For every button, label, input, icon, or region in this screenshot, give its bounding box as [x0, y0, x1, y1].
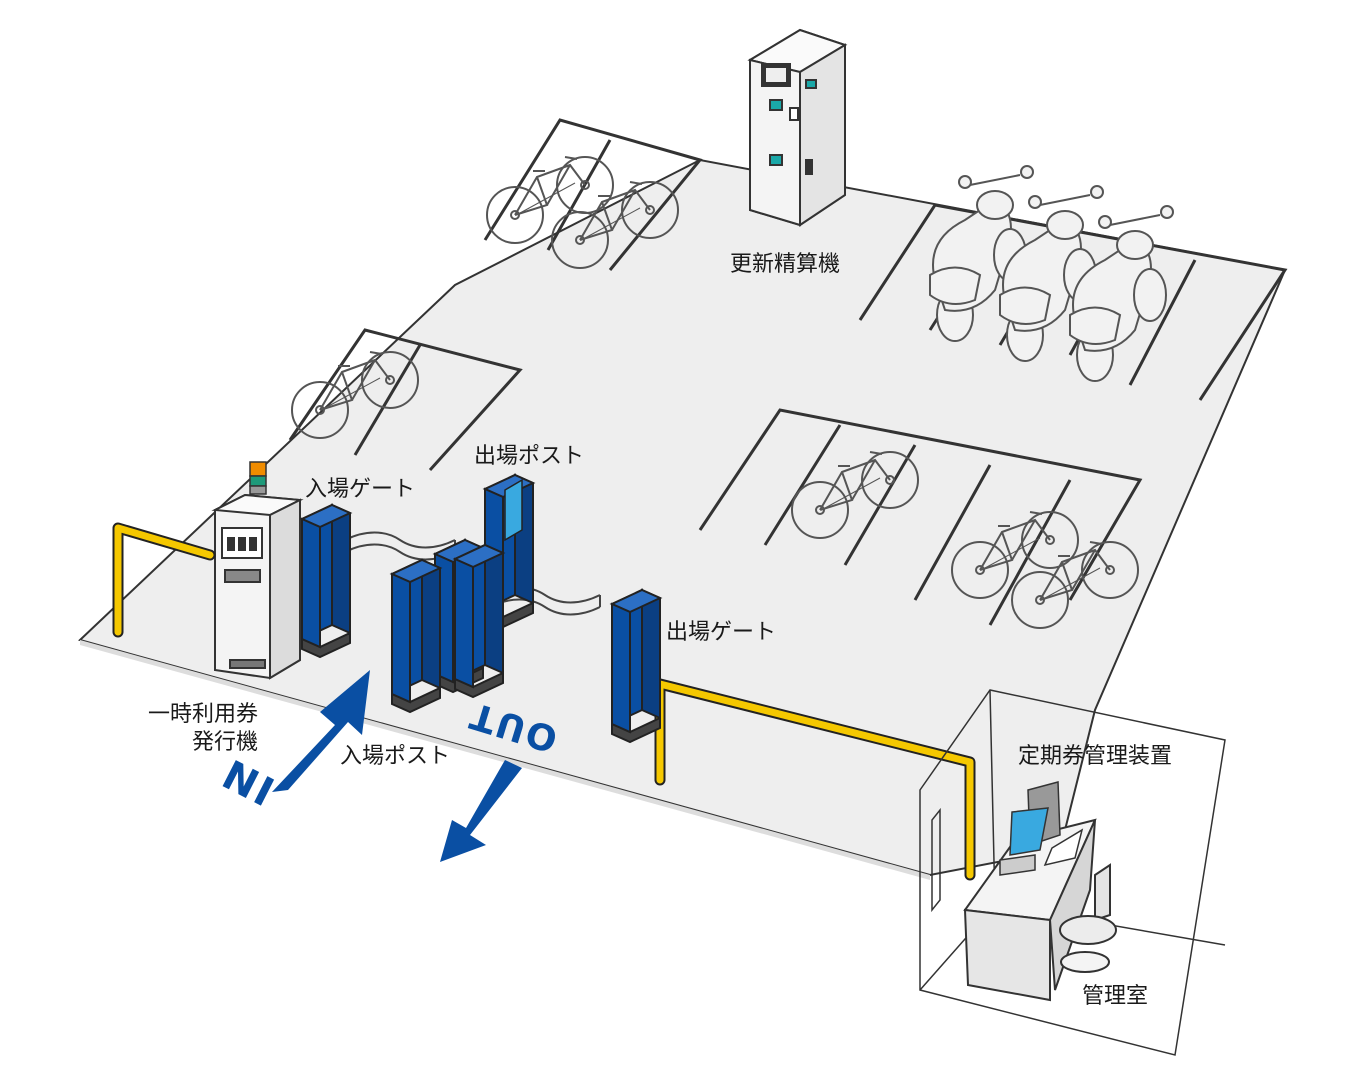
gate-icon	[391, 539, 504, 713]
temp-ticket-label-line1: 一時利用券	[147, 702, 258, 727]
renewal-machine-label: 更新精算機	[730, 252, 841, 277]
ticket-issuer	[211, 493, 304, 680]
chair-icon	[1059, 863, 1117, 973]
parking-floor	[78, 158, 1287, 877]
exit-gate-label: 出場ゲート	[666, 620, 777, 645]
in-arrow	[272, 670, 370, 792]
post-icon	[484, 474, 534, 628]
computer-icon	[999, 781, 1084, 876]
pass-manager-label: 定期券管理装置	[1018, 744, 1173, 769]
office-label: 管理室	[1082, 984, 1149, 1009]
exit-post-label: 出場ポスト	[474, 444, 585, 469]
signal-light-icon	[249, 461, 267, 495]
temp-ticket-label-line2: 発行機	[191, 730, 258, 755]
kiosk-icon	[747, 28, 848, 227]
out-arrow	[440, 760, 522, 862]
entry-gate-label: 入場ゲート	[305, 477, 416, 502]
entry-post-label: 入場ポスト	[340, 744, 451, 769]
